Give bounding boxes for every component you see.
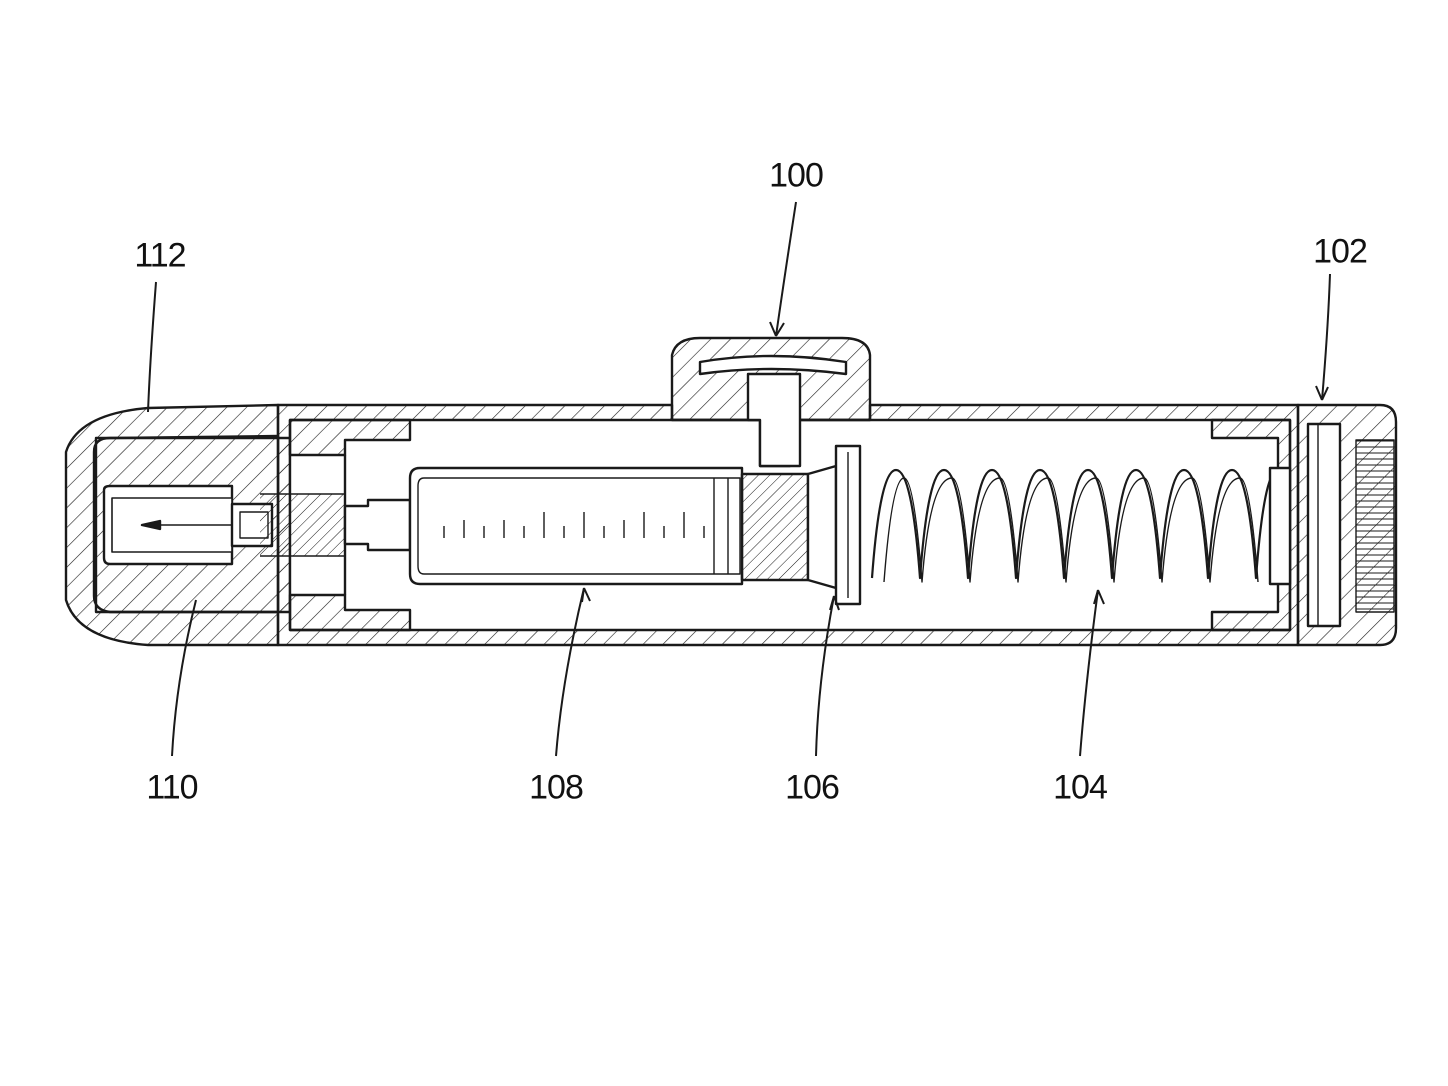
reference-label-100: 100	[769, 157, 823, 196]
reference-label-104: 104	[1053, 769, 1107, 808]
leader-102	[1322, 274, 1330, 400]
leader-112	[148, 282, 156, 412]
plunger-flange	[836, 446, 860, 604]
leader-100	[776, 202, 796, 336]
reference-label-112: 112	[134, 237, 185, 276]
reference-label-108: 108	[529, 769, 583, 808]
reference-label-110: 110	[146, 769, 197, 808]
reference-label-106: 106	[785, 769, 839, 808]
reference-label-102: 102	[1313, 233, 1367, 272]
end-cap	[1298, 405, 1396, 645]
plunger-stopper	[742, 466, 836, 588]
